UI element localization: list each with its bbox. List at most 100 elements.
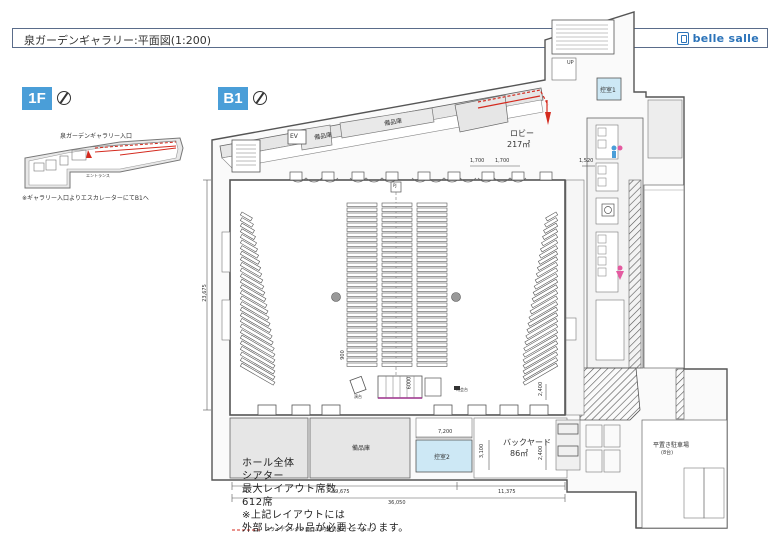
seat-row <box>381 342 413 347</box>
dim-23675: 23,675 <box>201 284 208 302</box>
seat-row <box>416 297 448 302</box>
seat-row <box>346 332 378 337</box>
seat-row <box>524 323 559 346</box>
seat-row <box>542 228 559 240</box>
seat-row <box>535 261 559 278</box>
seat-row <box>239 289 268 309</box>
control-room-1 <box>596 77 622 101</box>
storage-label-bottom: 備品庫 <box>352 445 371 452</box>
seat-row <box>381 322 413 327</box>
plan-1f <box>24 137 184 189</box>
dim-900: 900 <box>339 350 346 360</box>
seat-row <box>381 307 413 312</box>
seat-row <box>239 222 255 234</box>
seat-row <box>381 217 413 222</box>
seat-row <box>381 287 413 292</box>
seat-row <box>416 242 448 247</box>
seat-row <box>239 278 266 296</box>
dim-29675: 29,675 <box>332 489 350 495</box>
seat-row <box>540 239 559 253</box>
seat-row <box>381 327 413 332</box>
seat-row <box>522 362 559 386</box>
seat-row <box>346 327 378 332</box>
seat-row <box>239 334 276 358</box>
seat-row <box>528 301 559 321</box>
seat-row <box>239 256 262 271</box>
seat-row <box>416 277 448 282</box>
seat-row <box>239 329 275 352</box>
seat-row <box>529 295 559 315</box>
seat-row <box>346 217 378 222</box>
seat-row <box>346 302 378 307</box>
seat-row <box>543 222 559 234</box>
seat-row <box>346 317 378 322</box>
up-label: UP <box>567 60 574 66</box>
seat-row <box>239 306 271 327</box>
backyard-name: バックヤード <box>503 438 551 447</box>
seat-row <box>239 362 276 386</box>
seat-row <box>416 202 448 207</box>
seat-row <box>381 277 413 282</box>
brand-logo: belle salle <box>676 31 759 46</box>
seat-row <box>527 306 559 327</box>
seat-row <box>416 327 448 332</box>
seat-row <box>346 352 378 357</box>
seat-row <box>346 232 378 237</box>
seat-row <box>416 322 448 327</box>
seat-row <box>538 245 559 259</box>
seat-row <box>416 337 448 342</box>
seat-row <box>346 252 378 257</box>
seat-row <box>416 362 448 367</box>
dim-1700-a: 1,700 <box>470 158 485 164</box>
seat-row <box>416 257 448 262</box>
control-room-2 <box>415 439 473 473</box>
seat-row <box>239 217 254 228</box>
dim-36050: 36,050 <box>388 500 406 506</box>
seat-row <box>346 337 378 342</box>
seat-row <box>416 227 448 232</box>
seat-row <box>522 334 559 358</box>
layout-info: ホール全体 シアター 最大レイアウト席数 612席 ※上記レイアウトには 外部レ… <box>242 457 409 535</box>
seat-row <box>239 250 261 265</box>
seat-row <box>381 227 413 232</box>
seat-row <box>346 357 378 362</box>
seat-row <box>346 222 378 227</box>
info-line-5: ※上記レイアウトには <box>242 510 346 521</box>
seat-row <box>239 228 256 240</box>
info-line-1: ホール全体 <box>242 458 295 469</box>
seat-row <box>416 207 448 212</box>
seat-row <box>416 347 448 352</box>
seat-row <box>381 352 413 357</box>
seat-row <box>416 232 448 237</box>
seat-row <box>381 297 413 302</box>
seat-row <box>346 202 378 207</box>
ev-label: EV <box>290 133 298 140</box>
parking-count: (8台) <box>661 450 674 456</box>
seat-row <box>239 323 274 346</box>
seat-row <box>522 357 559 380</box>
seat-row <box>522 351 559 375</box>
seat-row <box>239 340 276 364</box>
seat-row <box>239 357 276 380</box>
seat-row <box>346 267 378 272</box>
seat-row <box>537 250 559 265</box>
seat-row <box>416 247 448 252</box>
seat-row <box>381 222 413 227</box>
seat-row <box>534 267 559 284</box>
seat-row <box>346 212 378 217</box>
seat-row <box>346 307 378 312</box>
entrance-small-label: エントランス <box>86 173 110 178</box>
seat-row <box>239 351 276 375</box>
seat-row <box>381 302 413 307</box>
info-line-4: 612席 <box>242 497 274 508</box>
seat-row <box>416 332 448 337</box>
seat-row <box>239 312 272 333</box>
seat-row <box>536 256 559 271</box>
seat-row <box>346 297 378 302</box>
seat-row <box>522 340 559 364</box>
seat-row <box>381 212 413 217</box>
seat-row <box>239 239 258 253</box>
seat-row <box>381 317 413 322</box>
seat-row <box>239 211 253 222</box>
seat-row <box>381 202 413 207</box>
